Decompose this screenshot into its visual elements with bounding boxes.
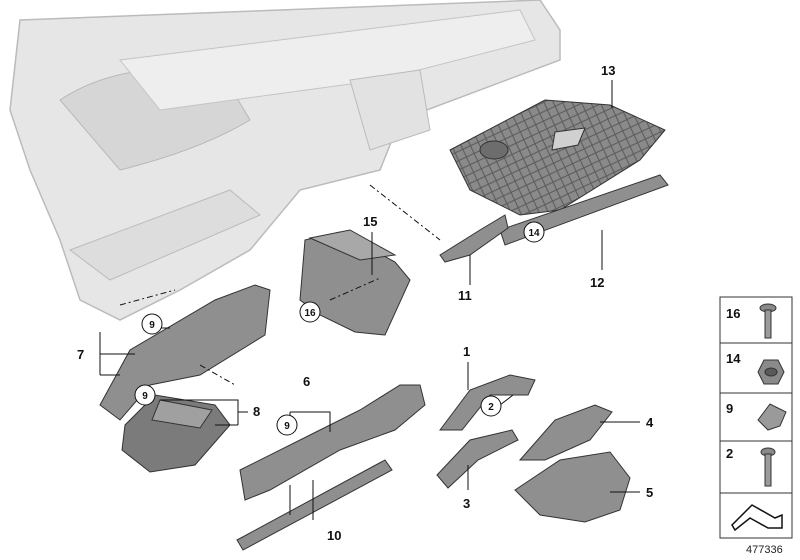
callout-4: 4 [646,415,654,430]
callout-5: 5 [646,485,653,500]
part-4-cover [518,404,613,461]
circle-callout-14: 14 [523,221,545,243]
callout-7: 7 [77,347,84,362]
svg-text:9: 9 [142,391,148,402]
circle-callout-16: 16 [299,301,321,323]
svg-text:9: 9 [149,320,155,331]
callout-11: 11 [458,288,472,303]
assembly-lines [119,184,441,386]
dashboard-panel [9,0,561,321]
callout-13: 13 [601,63,615,78]
screw-icon [760,447,776,487]
callout-6: 6 [303,374,310,389]
svg-text:14: 14 [528,228,540,239]
part-10-strip [236,459,393,551]
svg-text:16: 16 [304,308,316,319]
circle-callout-9b: 9 [134,384,156,406]
callout-3: 3 [463,496,470,511]
svg-text:2: 2 [488,402,494,413]
part-8-glovebox [121,394,231,473]
legend-item-9: 9 [726,401,733,416]
part-1-trim-frame [439,374,536,431]
callout-15: 15 [363,214,377,229]
part-5-cover [514,451,631,523]
callout-labels: 13 12 11 15 7 8 6 10 1 4 3 5 [77,63,654,543]
circled-callouts: 14 16 9 9 9 2 [134,221,545,436]
callout-10: 10 [327,528,341,543]
callout-8: 8 [253,404,260,419]
svg-text:9: 9 [284,421,290,432]
circle-callout-2: 2 [480,395,502,417]
screw-washer-icon [759,303,777,339]
part-11-bracket [439,214,509,263]
part-15-side-panel [299,229,411,336]
circle-callout-9a: 9 [141,313,163,335]
spring-clip-icon [757,403,787,431]
part-3-trim [436,429,519,489]
part-13-insulation-panel [449,99,666,216]
legend-item-14: 14 [726,351,741,366]
circle-callout-9c: 9 [276,414,298,436]
fastener-legend: 16 14 9 2 [719,296,793,539]
legend-item-2: 2 [726,446,733,461]
leader-lines [99,80,640,520]
kit-symbol-icon [731,504,783,532]
part-6-center-trim [239,384,426,501]
callout-12: 12 [590,275,604,290]
legend-item-16: 16 [726,306,740,321]
hex-nut-icon [757,359,785,385]
drawing-number: 477336 [746,544,783,556]
callout-1: 1 [463,344,470,359]
